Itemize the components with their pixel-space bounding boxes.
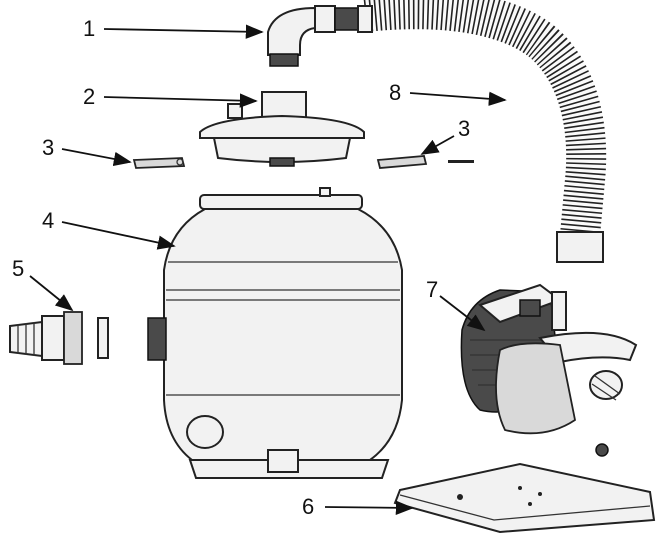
leader-6	[324, 500, 414, 516]
leader-5	[29, 275, 74, 312]
pump-inlet-pipe	[551, 291, 567, 331]
leader-1	[103, 24, 264, 39]
leader-8	[409, 91, 507, 106]
pump-base-plate	[393, 462, 656, 534]
leader-4	[61, 221, 176, 250]
elbow-thread	[269, 53, 299, 67]
callout-6: 6	[302, 494, 314, 519]
hose-adapter	[9, 311, 109, 365]
callout-7: 7	[426, 277, 438, 302]
pump-outlet	[589, 370, 623, 400]
clamp-half-left	[132, 157, 186, 169]
leader-2	[103, 93, 258, 108]
callout-1: 1	[83, 16, 95, 41]
filter-lid	[199, 91, 365, 167]
adapter-nut	[63, 311, 83, 365]
tank-drain-port	[186, 415, 224, 449]
pump	[460, 283, 638, 457]
pump-housing	[495, 342, 577, 435]
callout-labels: 1 2 3 3 4 5 6 7 8	[12, 16, 470, 519]
lid-vent-valve	[227, 103, 243, 119]
tank-rim	[199, 194, 363, 210]
adapter-o-ring	[97, 317, 109, 359]
elbow-fitting	[267, 5, 373, 67]
clamp-half-right	[376, 155, 474, 169]
callout-2: 2	[83, 84, 95, 109]
callout-3-right: 3	[458, 116, 470, 141]
pump-drain-plug	[595, 443, 609, 457]
tank-side-port	[147, 317, 167, 361]
elbow-coupling-nut	[334, 7, 360, 31]
leader-7	[439, 295, 486, 332]
leader-arrows	[29, 24, 507, 516]
filter-tank	[147, 187, 403, 479]
hose-end-cuff	[556, 231, 604, 263]
flexible-hose	[363, 0, 607, 263]
leader-3b	[420, 135, 455, 155]
callout-4: 4	[42, 208, 54, 233]
pump-strainer-lid	[538, 331, 638, 364]
callout-8: 8	[389, 80, 401, 105]
callout-5: 5	[12, 256, 24, 281]
callout-3-left: 3	[42, 135, 54, 160]
leader-3a	[61, 148, 132, 167]
